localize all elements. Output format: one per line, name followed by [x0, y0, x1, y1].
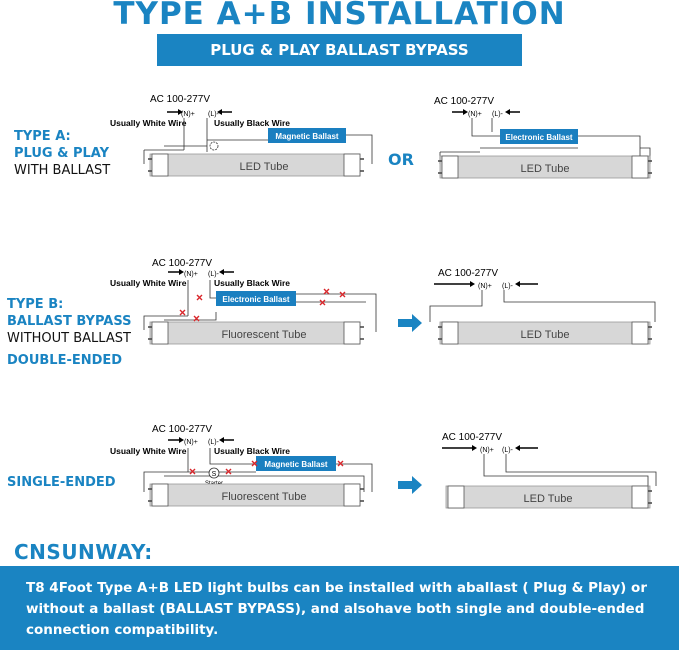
neutral-label: (N)+ [468, 111, 482, 118]
arrow-icon [470, 281, 475, 287]
led-tube-label: LED Tube [521, 329, 570, 341]
led-tube-label: LED Tube [524, 493, 573, 505]
live-label: (L)- [208, 271, 220, 278]
arrow-icon [463, 109, 468, 115]
starter-icon [208, 467, 220, 479]
fluorescent-tube-label: Fluorescent Tube [222, 329, 307, 341]
single-ended-fluorescent-diagram: AC 100-277V (N)+ (L)- Usually White Wire… [110, 424, 373, 507]
type-b-heading: TYPE B: [7, 297, 64, 312]
footer-description: T8 4Foot Type A+B LED light bulbs can be… [26, 580, 647, 638]
arrow-icon [472, 445, 477, 451]
neutral-label: (N)+ [181, 111, 195, 118]
type-a-mode: PLUG & PLAY [14, 146, 110, 161]
neutral-label: (N)+ [184, 439, 198, 446]
arrow-icon [515, 445, 520, 451]
footer-banner [0, 566, 679, 650]
black-wire-label: Usually Black Wire [214, 446, 290, 456]
live-label: (L)- [208, 439, 220, 446]
led-tube-shape [445, 485, 651, 509]
type-b-double-ended-diagram: AC 100-277V (N)+ (L)- Usually White Wire… [110, 258, 377, 345]
arrow-icon [515, 281, 520, 287]
led-tube-shape [439, 321, 651, 345]
live-label: (L)- [208, 111, 220, 118]
type-a-electronic-diagram: AC 100-277V (N)+ (L)- Electronic Ballast… [434, 96, 652, 179]
neutral-label: (N)+ [184, 271, 198, 278]
magnetic-ballast-label: Magnetic Ballast [264, 460, 327, 469]
voltage-label: AC 100-277V [150, 94, 210, 105]
arrow-icon [219, 437, 224, 443]
magnetic-ballast-box [268, 128, 346, 143]
type-a-heading: TYPE A: [14, 129, 71, 144]
bypass-arrow-icon [398, 314, 422, 332]
neutral-label: (N)+ [480, 447, 494, 454]
electronic-ballast-label: Electronic Ballast [222, 295, 289, 304]
type-b-label: TYPE B: BALLAST BYPASS WITHOUT BALLAST [7, 296, 132, 347]
live-label: (L)- [502, 447, 514, 454]
arrow-icon [219, 269, 224, 275]
voltage-label: AC 100-277V [152, 424, 212, 435]
single-ended-led-diagram: AC 100-277V (N)+ (L)- LED Tube [442, 432, 657, 509]
arrow-icon [179, 437, 184, 443]
cross-marks [189, 460, 344, 475]
voltage-label: AC 100-277V [438, 268, 498, 279]
magnetic-ballast-label: Magnetic Ballast [275, 132, 338, 141]
neutral-label: (N)+ [478, 283, 492, 290]
type-b-mode: BALLAST BYPASS [7, 314, 132, 329]
type-a-condition: WITH BALLAST [14, 163, 111, 178]
led-tube-label: LED Tube [521, 163, 570, 175]
arrow-icon [179, 269, 184, 275]
cross-marks [179, 288, 346, 322]
type-b-condition: WITHOUT BALLAST [7, 331, 131, 346]
type-b-bypass-result-diagram: AC 100-277V (N)+ (L)- LED Tube [429, 268, 656, 345]
black-wire-label: Usually Black Wire [214, 118, 290, 128]
arrow-icon [178, 109, 183, 115]
page-title: TYPE A+B INSTALLATION [113, 0, 566, 32]
double-ended-label: DOUBLE-ENDED [7, 353, 123, 368]
electronic-ballast-box [216, 291, 296, 306]
fluorescent-tube-label: Fluorescent Tube [222, 491, 307, 503]
led-tube-shape [439, 155, 651, 179]
bypass-arrow-icon [398, 476, 422, 494]
type-a-magnetic-diagram: AC 100-277V (N)+ (L)- Usually White Wire… [110, 94, 373, 177]
magnetic-ballast-box [256, 456, 336, 471]
arrow-icon [505, 109, 510, 115]
live-label: (L)- [502, 283, 514, 290]
voltage-label: AC 100-277V [442, 432, 502, 443]
white-wire-label: Usually White Wire [110, 278, 187, 288]
voltage-label: AC 100-277V [152, 258, 212, 269]
brand-name: CNSUNWAY: [14, 540, 153, 564]
white-wire-label: Usually White Wire [110, 446, 187, 456]
led-tube-label: LED Tube [240, 161, 289, 173]
live-label: (L)- [492, 111, 504, 118]
or-label: OR [388, 150, 414, 169]
electronic-ballast-label: Electronic Ballast [505, 133, 572, 142]
electronic-ballast-box [500, 129, 578, 144]
single-ended-label: SINGLE-ENDED [7, 475, 116, 490]
arrow-icon [217, 109, 222, 115]
type-a-label: TYPE A: PLUG & PLAY WITH BALLAST [14, 128, 110, 179]
voltage-label: AC 100-277V [434, 96, 494, 107]
black-wire-label: Usually Black Wire [214, 278, 290, 288]
white-wire-label: Usually White Wire [110, 118, 187, 128]
starter-symbol: S [212, 471, 217, 478]
subtitle-banner: PLUG & PLAY BALLAST BYPASS [157, 34, 522, 66]
